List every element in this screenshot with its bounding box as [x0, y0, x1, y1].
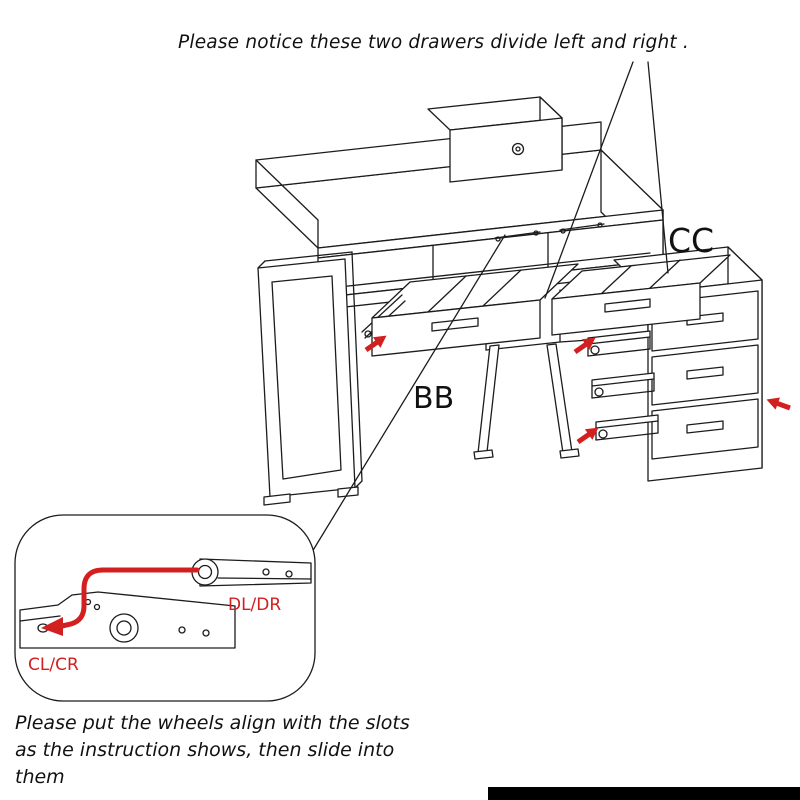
red-guide-arrowhead — [41, 617, 63, 636]
left-rim-edge — [255, 159, 319, 221]
drawer-divider — [600, 265, 632, 295]
callout-line-right-drawer — [647, 61, 669, 274]
mounted-slide-right — [559, 222, 605, 234]
red-arrow-icon — [576, 427, 599, 445]
red-arrow-icon — [573, 337, 596, 355]
left-frame-leg — [257, 251, 363, 506]
instruction-line-1: Please put the wheels align with the slo… — [15, 712, 410, 734]
drawer-divider — [482, 269, 522, 307]
red-arrow-icon — [766, 397, 791, 411]
drawer-divider — [427, 275, 467, 313]
annotation-lines — [311, 61, 669, 553]
red-guide-arrow — [59, 567, 200, 629]
box-knob — [511, 142, 525, 156]
slide-wheel — [598, 429, 608, 439]
center-legs — [473, 343, 580, 460]
leg-foot — [559, 448, 580, 459]
cabinet-handle-2 — [686, 366, 724, 380]
rail-dl-dr — [191, 558, 312, 587]
slide-wheel — [590, 345, 600, 355]
slide-frames — [587, 330, 659, 441]
red-arrow-icon — [364, 335, 387, 353]
cabinet-handle-3 — [686, 420, 724, 434]
drawer-left-handle — [431, 317, 479, 332]
leg-foot — [263, 493, 291, 506]
diagram-title: Please notice these two drawers divide l… — [178, 32, 690, 53]
rail-hole — [93, 603, 101, 611]
label-bb: BB — [413, 381, 454, 416]
red-arrows — [364, 335, 791, 445]
slide-frame-3 — [595, 414, 659, 441]
instruction-line-2: as the instruction shows, then slide int… — [15, 739, 395, 761]
detail-inset: DL/DR CL/CR — [14, 514, 316, 702]
label-cc: CC — [668, 221, 714, 260]
drawer-right-handle — [604, 298, 651, 313]
rail-cl-cr — [19, 591, 236, 649]
mounted-slide-left — [494, 230, 541, 242]
label-dl-dr: DL/DR — [228, 595, 281, 615]
slide-frame-2 — [591, 372, 655, 399]
slide-roller — [364, 330, 372, 338]
drawer-slide-rail — [361, 294, 403, 333]
callout-line-left-drawer — [544, 61, 634, 299]
leg-foot — [473, 449, 494, 460]
top-storage-box — [427, 96, 563, 183]
rail-hole — [262, 568, 270, 576]
slide-wheel — [594, 387, 604, 397]
instruction-text: Please put the wheels align with the slo… — [15, 710, 410, 791]
rail-hole — [178, 626, 186, 634]
rail-hole — [202, 629, 210, 637]
drawer-divider — [649, 259, 681, 289]
slide-frame-1 — [587, 330, 651, 357]
rail-hole — [285, 570, 293, 578]
callout-line-inset — [311, 234, 506, 553]
drawer-left — [361, 263, 579, 357]
bottom-bar — [488, 787, 800, 800]
drawer-right — [551, 254, 731, 336]
instruction-line-3: them — [15, 766, 65, 788]
label-cl-cr: CL/CR — [28, 655, 79, 675]
